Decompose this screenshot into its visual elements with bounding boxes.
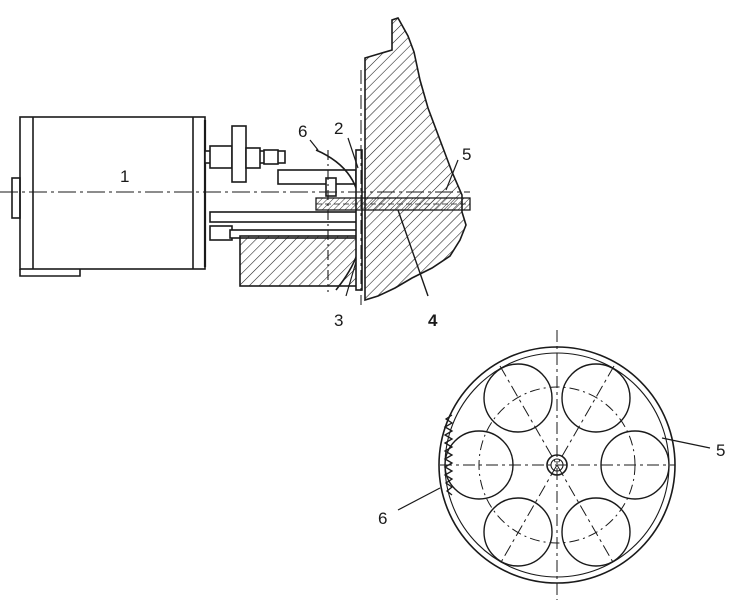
opening-4 <box>561 497 631 567</box>
leader-disc-5 <box>661 437 711 449</box>
label-disc: 5 <box>462 145 471 164</box>
drive-assembly <box>204 125 361 241</box>
label-shaft: 4 <box>428 311 438 330</box>
cover-plate <box>355 149 363 291</box>
gear-teeth <box>443 414 454 496</box>
label-plate: 3 <box>334 311 343 330</box>
label-gear: 6 <box>298 122 307 141</box>
opening-1 <box>483 363 553 433</box>
opening-5 <box>483 497 553 567</box>
opening-2 <box>561 363 631 433</box>
side-section-view <box>0 17 471 305</box>
front-disc-view <box>397 330 711 600</box>
leader-2 <box>347 137 359 169</box>
leader-4 <box>397 209 429 297</box>
label-motor: 1 <box>120 167 129 186</box>
center-hub-outer <box>546 454 568 476</box>
label-cover: 2 <box>334 119 343 138</box>
leader-5 <box>445 159 459 191</box>
leader-gear-6 <box>397 487 441 511</box>
label-gear-view: 6 <box>378 509 387 528</box>
label-disc-view: 5 <box>716 441 725 460</box>
leader-6 <box>309 139 319 151</box>
disc-spokes <box>440 330 675 600</box>
leader-3 <box>345 261 357 297</box>
mounting-block <box>239 235 359 287</box>
center-hub-inner <box>550 458 564 472</box>
wall-section <box>364 17 467 302</box>
motor-body <box>11 116 207 277</box>
